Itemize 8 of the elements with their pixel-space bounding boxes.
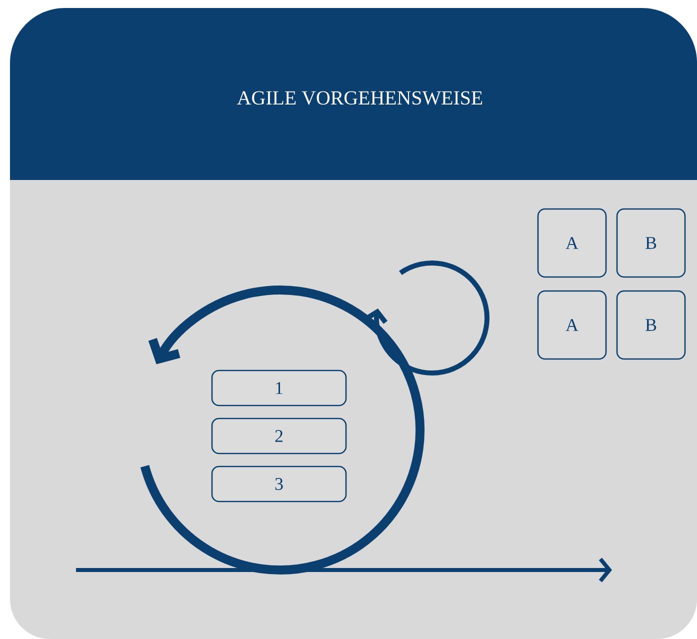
letter-tile: B: [616, 208, 686, 278]
numbered-box: 2: [211, 418, 347, 454]
numbered-box: 3: [211, 466, 347, 502]
numbered-box: 1: [211, 370, 347, 406]
letter-tile: A: [537, 290, 607, 360]
letter-tile: A: [537, 208, 607, 278]
letter-tile: B: [616, 290, 686, 360]
header-band: AGILE VORGEHENSWEISE: [10, 8, 697, 180]
